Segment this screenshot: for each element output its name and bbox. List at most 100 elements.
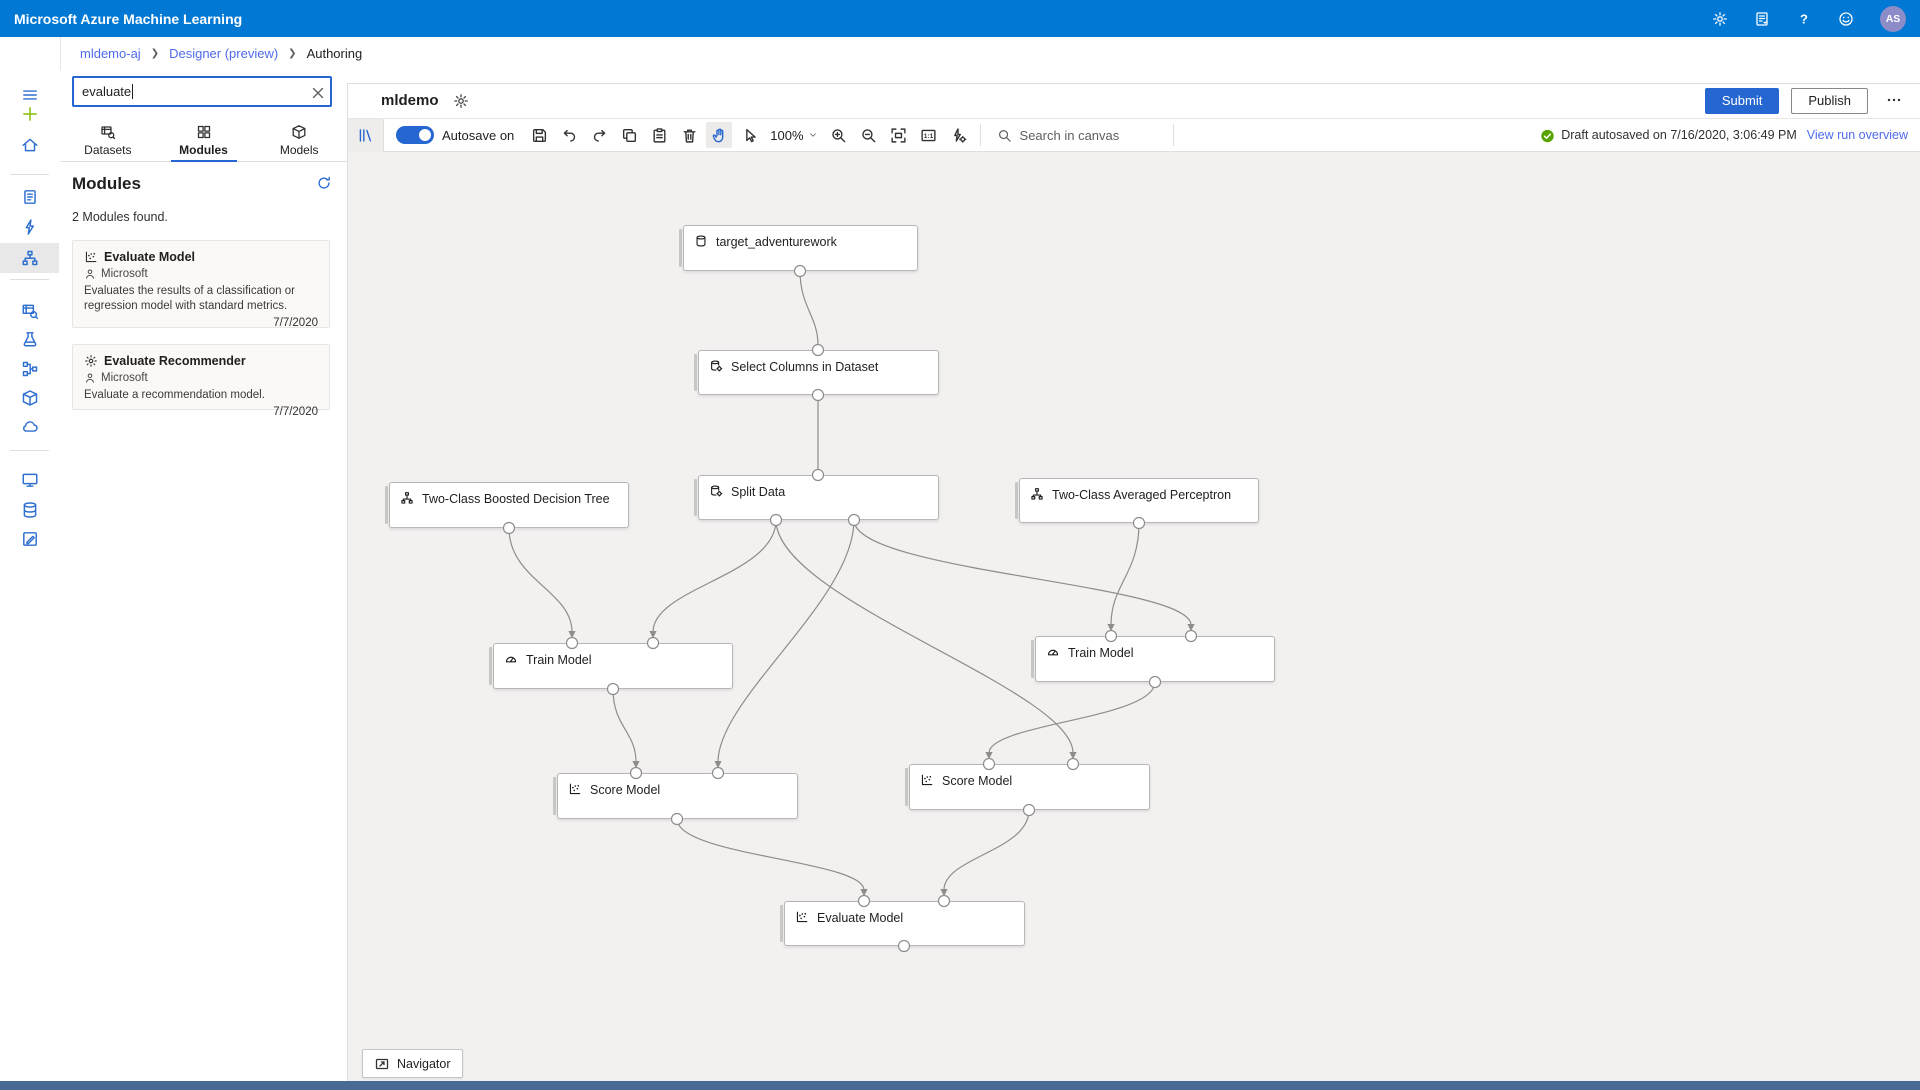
edge[interactable] <box>988 681 1156 754</box>
edge[interactable] <box>775 519 1074 754</box>
node-label: Evaluate Model <box>817 911 904 925</box>
select-button[interactable] <box>736 122 762 148</box>
clear-search-icon[interactable] <box>310 85 324 99</box>
autosave-toggle[interactable]: Autosave on <box>396 126 514 144</box>
pipeline-settings-gear-icon[interactable] <box>453 93 469 109</box>
zoom-level-dropdown[interactable]: 100% <box>770 128 817 143</box>
edge[interactable] <box>799 270 819 346</box>
edge[interactable] <box>652 519 777 633</box>
node-score-model[interactable]: Score Model <box>905 764 1150 810</box>
rail-item-experiments[interactable] <box>0 324 59 354</box>
edge[interactable] <box>943 809 1030 891</box>
edge-arrow <box>1069 752 1077 760</box>
gear-icon[interactable] <box>1712 10 1730 28</box>
rail-item-notebooks[interactable] <box>0 182 59 212</box>
node-label: Split Data <box>731 485 786 499</box>
publish-button[interactable]: Publish <box>1791 87 1868 114</box>
module-card-title: Evaluate Recommender <box>104 354 246 368</box>
tab-modules[interactable]: Modules <box>156 119 252 161</box>
node-evaluate-model[interactable]: Evaluate Model <box>780 901 1025 946</box>
delete-button[interactable] <box>676 122 702 148</box>
node-score-model[interactable]: Score Model <box>553 773 798 819</box>
edge[interactable] <box>508 527 573 633</box>
node-two-class-averaged-perceptron[interactable]: Two-Class Averaged Perceptron <box>1015 478 1259 523</box>
train-model-icon <box>505 656 517 663</box>
actual-size-button[interactable]: 1:1 <box>916 122 942 148</box>
node-two-class-boosted-decision-tree[interactable]: Two-Class Boosted Decision Tree <box>385 482 629 528</box>
copy-icon <box>622 128 636 142</box>
node-split-data[interactable]: Split Data <box>694 475 939 520</box>
edge-arrow <box>1187 624 1195 632</box>
rail-item-data-labeling[interactable] <box>0 524 59 554</box>
pipeline-header: mldemo Submit Publish <box>347 83 1920 118</box>
edge[interactable] <box>853 519 1192 626</box>
rail-item-models[interactable] <box>0 383 59 413</box>
fit-to-screen-button[interactable] <box>886 122 912 148</box>
breadcrumb-workspace[interactable]: mldemo-aj <box>80 46 141 61</box>
module-search-input[interactable]: evaluate <box>72 76 332 107</box>
rail-item-compute[interactable] <box>0 465 59 495</box>
graph-settings-button[interactable] <box>946 122 972 148</box>
navigator-label: Navigator <box>397 1056 451 1071</box>
breadcrumb-designer[interactable]: Designer (preview) <box>169 46 279 61</box>
node-train-model[interactable]: Train Model <box>1031 636 1275 682</box>
help-icon[interactable]: ? <box>1796 10 1814 28</box>
zoom-out-button[interactable] <box>856 122 882 148</box>
rail-item-automated-ml[interactable] <box>0 212 59 242</box>
copy-button[interactable] <box>616 122 642 148</box>
rail-item-endpoints[interactable] <box>0 411 59 441</box>
gear-icon <box>453 93 468 108</box>
paste-button[interactable] <box>646 122 672 148</box>
rail-divider <box>10 279 49 280</box>
smiley-icon[interactable] <box>1838 10 1856 28</box>
bolt-icon <box>25 219 34 235</box>
avatar[interactable]: AS <box>1880 5 1906 32</box>
edge[interactable] <box>717 519 855 763</box>
collapse-panel-button[interactable] <box>347 118 384 152</box>
tab-datasets[interactable]: Datasets <box>60 119 156 161</box>
refresh-icon <box>318 176 330 189</box>
undo-button[interactable] <box>556 122 582 148</box>
edge[interactable] <box>612 688 637 763</box>
feedback-icon[interactable] <box>1754 10 1772 28</box>
view-run-overview-link[interactable]: View run overview <box>1806 128 1908 142</box>
navigator-button[interactable]: Navigator <box>362 1049 463 1078</box>
edge[interactable] <box>1110 522 1140 626</box>
rail-item-menu[interactable] <box>0 80 59 110</box>
save-button[interactable] <box>526 122 552 148</box>
canvas-search-input[interactable]: Search in canvas <box>997 128 1157 143</box>
edit-square-icon <box>22 532 37 546</box>
node-train-model[interactable]: Train Model <box>489 643 733 689</box>
scatter-icon <box>569 783 581 795</box>
pipelines-icon <box>22 361 37 377</box>
node-target-adventurework[interactable]: target_adventurework <box>679 225 918 271</box>
edge-arrow <box>714 761 722 769</box>
rail-item-pipelines[interactable] <box>0 354 59 384</box>
rail-item-datastores[interactable] <box>0 495 59 525</box>
tab-models[interactable]: Models <box>251 119 347 161</box>
pan-button[interactable] <box>706 122 733 148</box>
fit-icon <box>891 127 906 143</box>
rail-item-designer[interactable] <box>0 243 59 273</box>
submit-button[interactable]: Submit <box>1704 87 1780 114</box>
more-options-icon[interactable] <box>1886 92 1904 110</box>
toggle-pill[interactable] <box>396 126 434 144</box>
chevron-right-icon: ❯ <box>150 48 160 59</box>
rail-item-home[interactable] <box>0 130 59 160</box>
hand-icon <box>712 128 724 142</box>
rail-item-datasets[interactable] <box>0 296 59 326</box>
module-card-description: Evaluate a recommendation model. <box>84 389 265 401</box>
node-select-columns-in-dataset[interactable]: Select Columns in Dataset <box>694 350 939 395</box>
tree-icon <box>401 492 413 504</box>
rail-item-new[interactable] <box>0 99 59 129</box>
edge[interactable] <box>676 818 865 891</box>
breadcrumb-authoring: Authoring <box>306 46 363 61</box>
refresh-icon[interactable] <box>316 175 334 193</box>
zoom-in-button[interactable] <box>826 122 852 148</box>
redo-button[interactable] <box>586 122 612 148</box>
